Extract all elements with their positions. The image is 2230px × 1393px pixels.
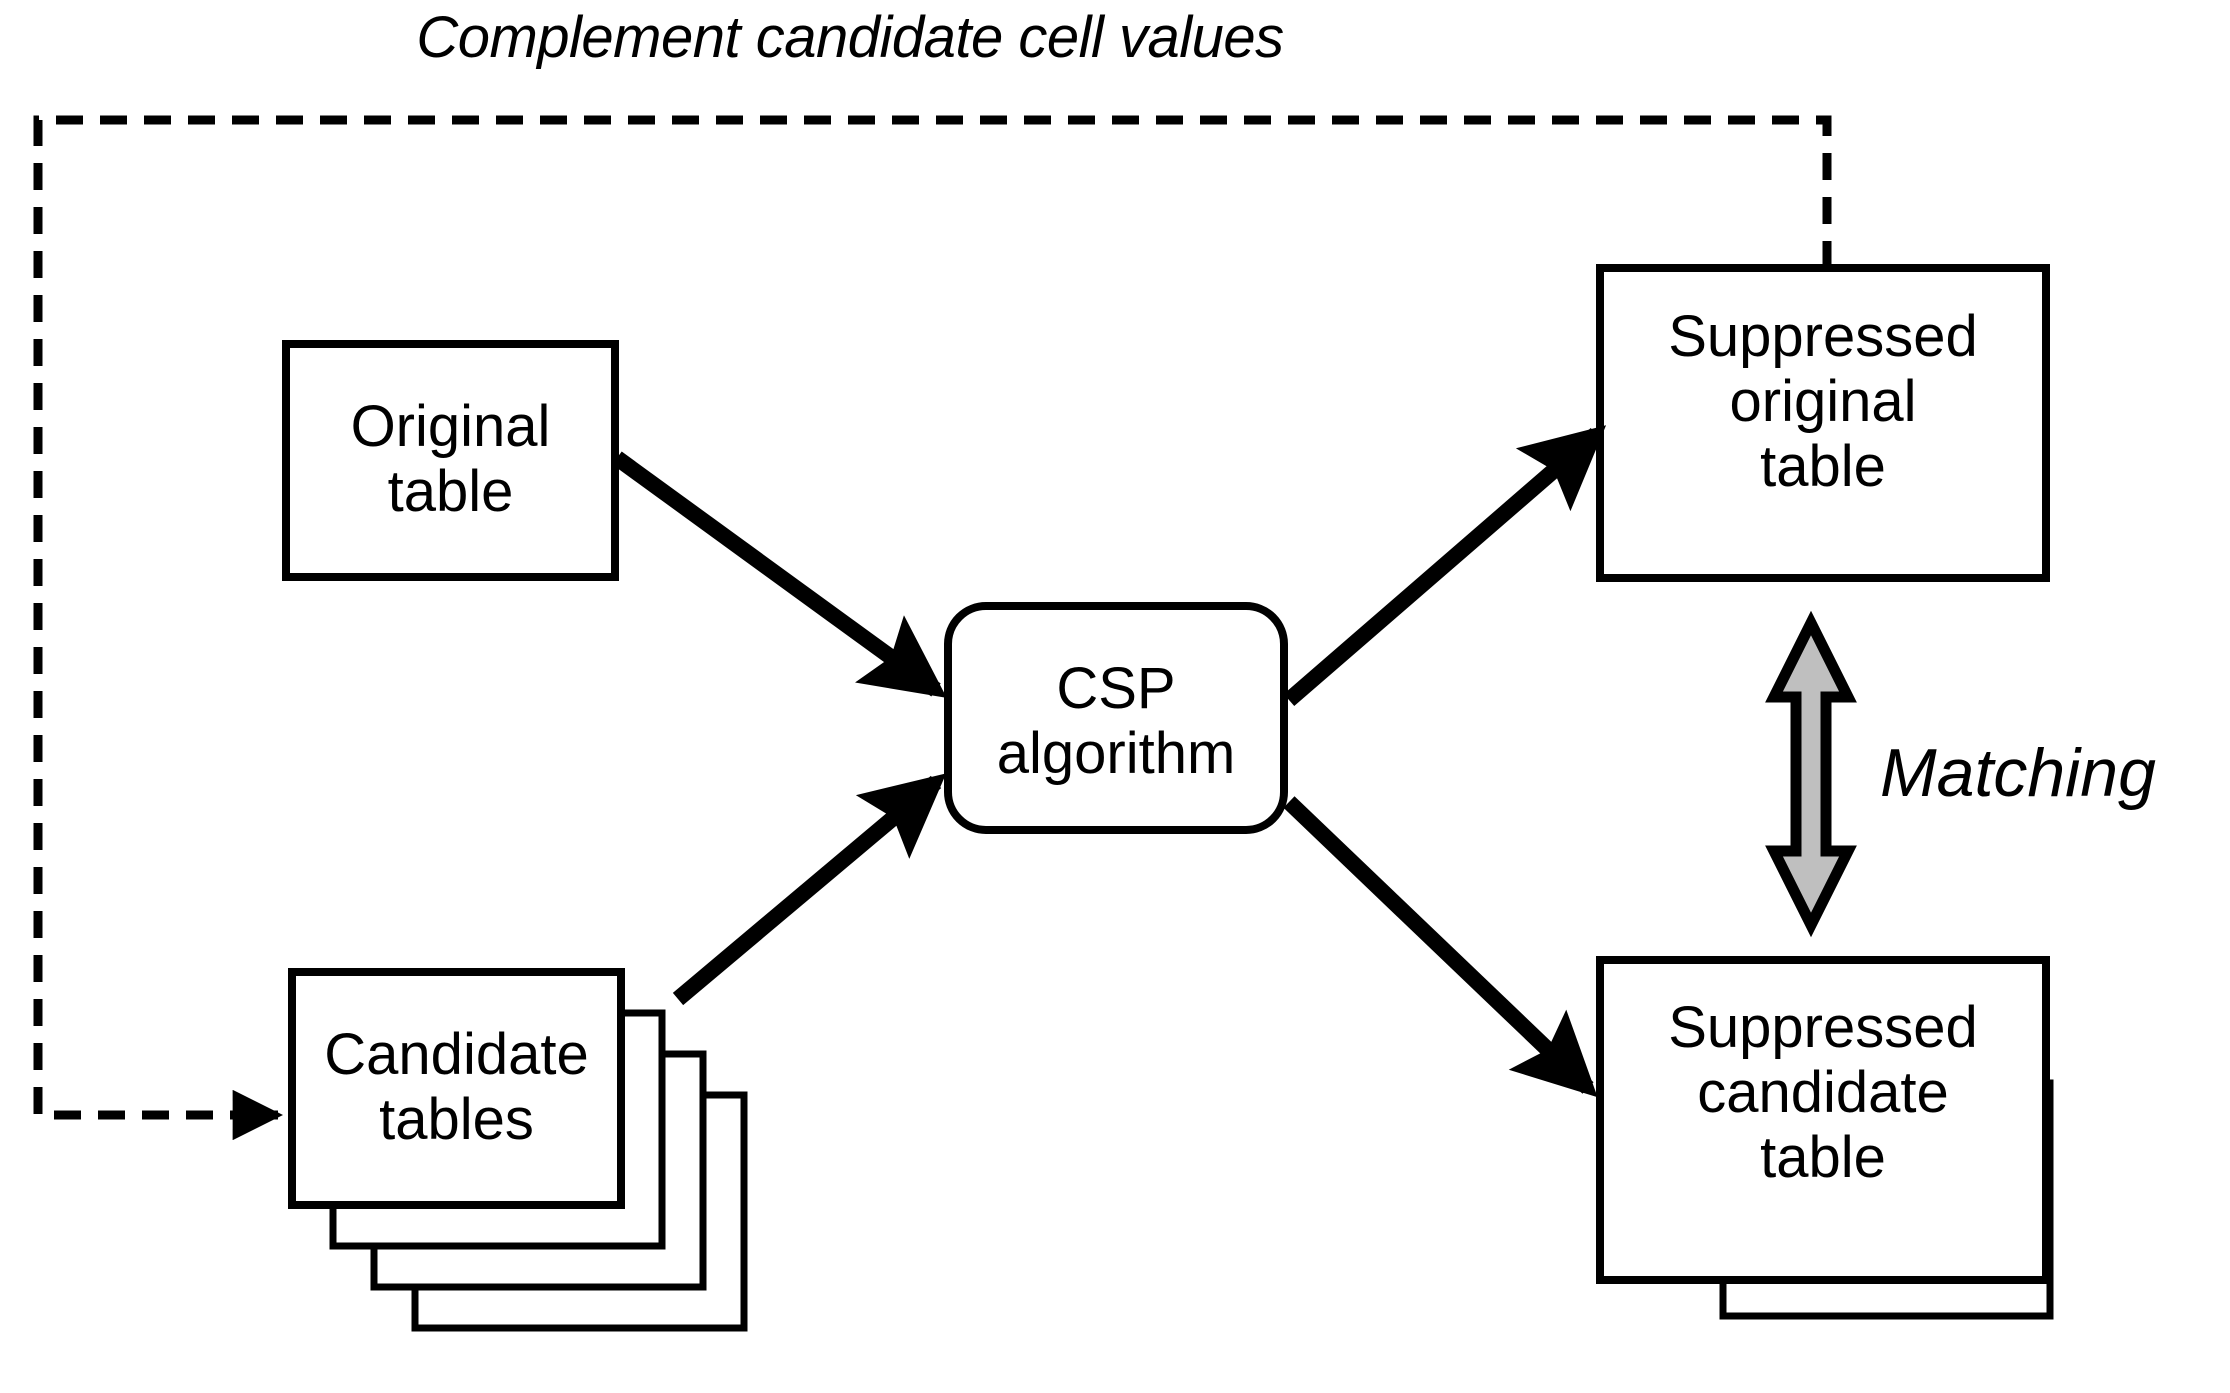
edge-feedback-complement bbox=[33, 115, 1832, 1141]
node-original-table-box bbox=[282, 340, 619, 581]
edge-csp-to-suppressed-candidate bbox=[1283, 796, 1598, 1098]
node-suppressed-original-table-box bbox=[1596, 264, 2050, 582]
node-suppressed-candidate-table-box bbox=[1596, 956, 2050, 1284]
node-csp-algorithm-box bbox=[944, 602, 1288, 834]
edge-csp-to-suppressed-original bbox=[1283, 425, 1607, 707]
edge-candidates-to-csp bbox=[672, 773, 947, 1006]
edge-original-to-csp bbox=[612, 451, 947, 698]
node-candidate-tables-box bbox=[288, 968, 625, 1209]
edge-matching-double-arrow bbox=[1765, 610, 1857, 938]
